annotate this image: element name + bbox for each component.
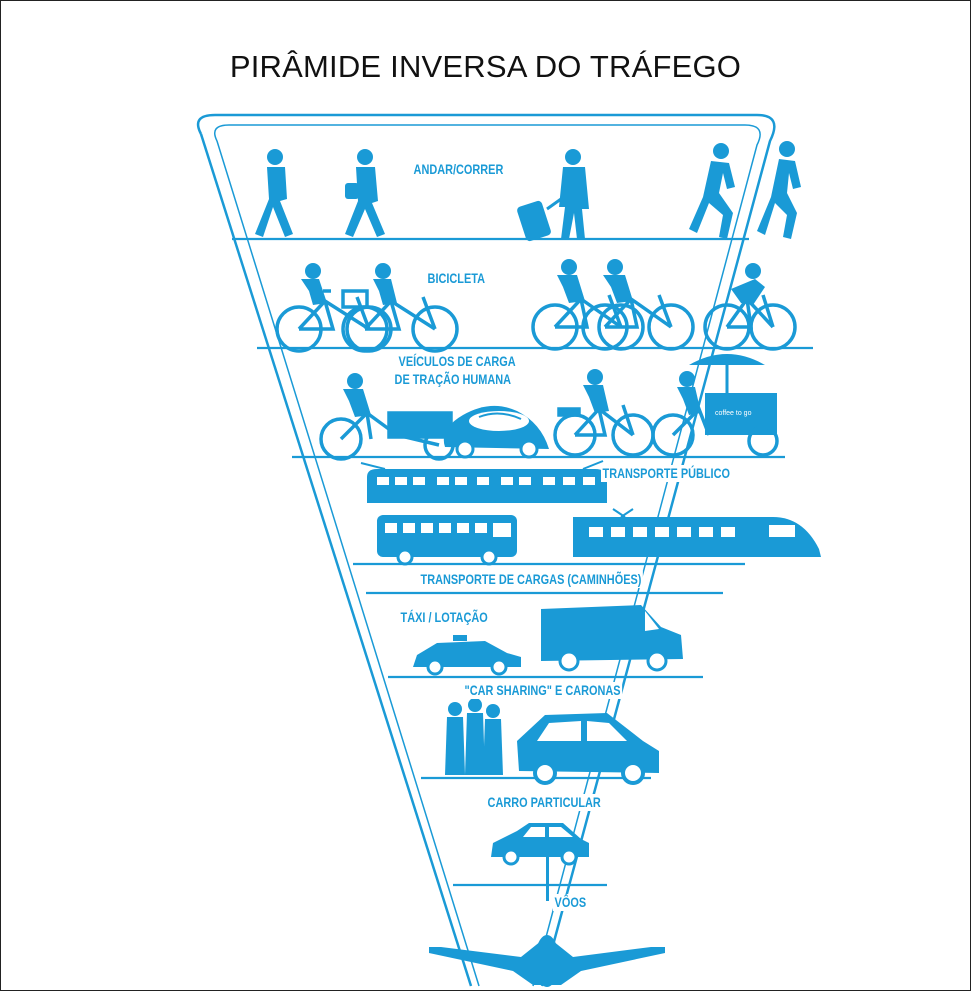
bicycle-rider-icon <box>531 259 645 351</box>
runner-icon <box>757 141 801 239</box>
taxi-icon <box>413 635 521 676</box>
traveler-with-suitcase-icon <box>517 149 589 242</box>
tram-icon <box>360 460 607 503</box>
bicycle-rider-icon <box>581 259 695 351</box>
vending-tricycle-icon: coffee to go <box>651 354 779 457</box>
tier-label-flights: VÔOS <box>553 894 588 911</box>
tier-label-public-transport: TRANSPORTE PÚBLICO <box>601 465 732 482</box>
bicycle-rider-icon <box>553 369 655 457</box>
bus-icon <box>377 515 517 566</box>
tier-label-freight: TRANSPORTE DE CARGAS (CAMINHÕES) <box>419 571 643 588</box>
train-icon <box>573 508 821 557</box>
people-group-icon <box>445 698 503 775</box>
tier-public-transport-icons <box>360 460 821 566</box>
tier-label-human-cargo-line1: VEÍCULOS DE CARGA <box>398 353 516 369</box>
tier-taxi-icons <box>413 605 683 676</box>
van-icon <box>541 605 683 672</box>
airplane-icon <box>429 827 665 987</box>
pyramid-left-edge <box>199 133 473 987</box>
hatchback-car-icon <box>517 713 659 785</box>
tier-label-human-cargo-line2: DE TRAÇÃO HUMANA <box>394 371 512 387</box>
vending-cart-sign: coffee to go <box>715 410 752 417</box>
pedestrian-icon <box>255 149 293 237</box>
tier-bicycle-icons <box>275 259 797 353</box>
walker-with-bag-icon <box>345 149 385 237</box>
bicycle-rider-icon <box>341 263 459 353</box>
tier-label-car-sharing: "CAR SHARING" E CARONAS <box>463 682 623 699</box>
tier-label-taxi: TÁXI / LOTAÇÃO <box>399 609 490 626</box>
road-cyclist-icon <box>703 263 797 351</box>
tier-label-bicycle: BICICLETA <box>426 270 487 287</box>
tier-walking-icons <box>255 141 801 242</box>
velomobile-icon <box>443 405 549 459</box>
cargo-bike-icon <box>319 373 455 461</box>
runner-icon <box>689 143 735 239</box>
tier-label-walking: ANDAR/CORRER <box>412 161 505 178</box>
tier-car-sharing-icons <box>445 698 659 785</box>
tier-private-car-icons <box>491 823 589 866</box>
pyramid-inner-outline <box>214 124 761 987</box>
tier-label-private-car: CARRO PARTICULAR <box>486 794 603 811</box>
sedan-car-icon <box>491 823 589 866</box>
pyramid-outer-outline <box>196 113 776 987</box>
diagram-title: PIRÂMIDE INVERSA DO TRÁFEGO <box>229 49 742 84</box>
tier-cargo-bike-icons: coffee to go <box>319 354 779 461</box>
